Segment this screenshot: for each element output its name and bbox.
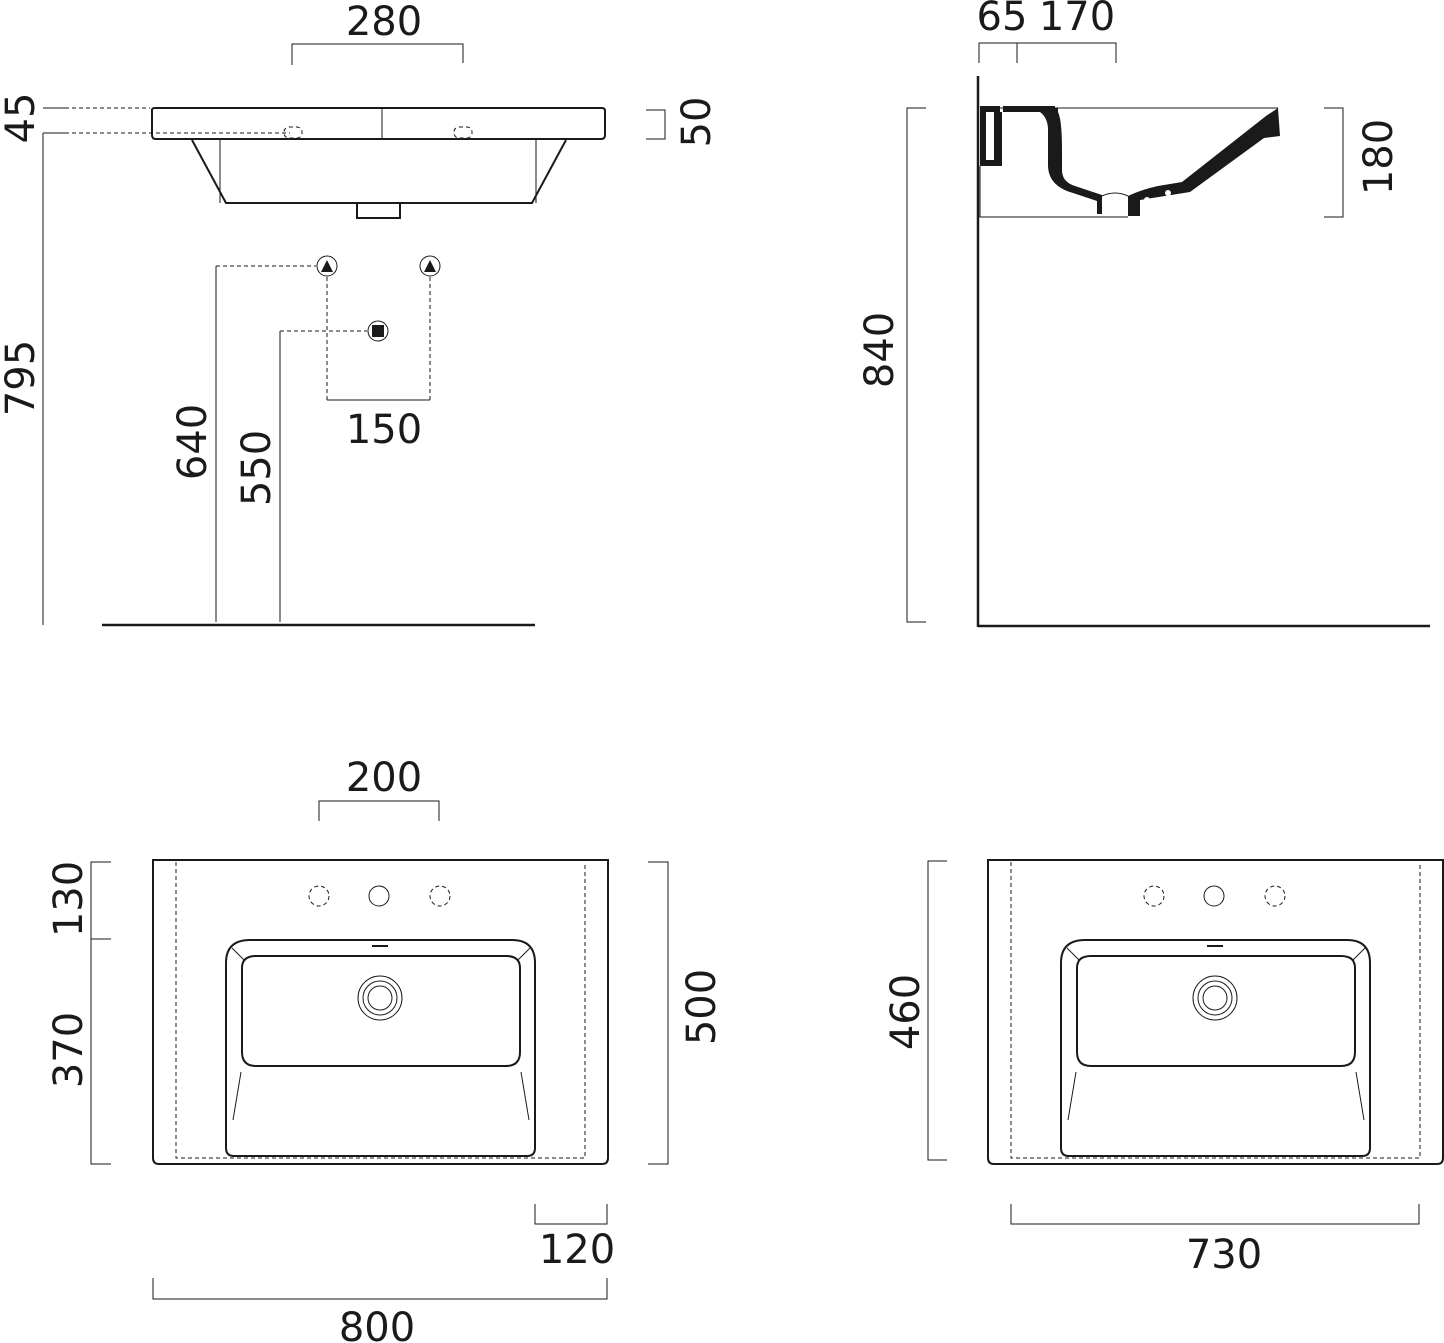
dim-550: 550 bbox=[234, 430, 280, 506]
dim-200: 200 bbox=[346, 755, 422, 801]
dim-50: 50 bbox=[674, 97, 720, 148]
dim-180: 180 bbox=[1356, 119, 1402, 195]
dim-130: 130 bbox=[46, 861, 92, 937]
dim-370: 370 bbox=[46, 1012, 92, 1088]
basin-rim bbox=[151, 107, 606, 140]
dim-170: 170 bbox=[1039, 0, 1115, 40]
drain-icon bbox=[1192, 975, 1238, 1021]
water-inlet-left-icon bbox=[316, 255, 338, 277]
water-inlet-right-icon bbox=[419, 255, 441, 277]
dim-280: 280 bbox=[346, 0, 422, 45]
dim-730: 730 bbox=[1186, 1232, 1262, 1278]
dim-795: 795 bbox=[0, 340, 44, 416]
drain-outlet-icon bbox=[367, 320, 389, 342]
top-view-730: 460 730 bbox=[883, 859, 1444, 1278]
dim-150: 150 bbox=[346, 407, 422, 453]
tap-hole-right-icon bbox=[429, 885, 451, 907]
dim-500: 500 bbox=[679, 969, 725, 1045]
dim-460: 460 bbox=[883, 974, 929, 1050]
basin-section bbox=[979, 106, 1280, 218]
top-view-800: 200 130 370 500 120 800 bbox=[46, 755, 725, 1343]
tap-hole-left-icon bbox=[308, 885, 330, 907]
tap-hole-center-icon bbox=[368, 885, 390, 907]
side-view: 65 170 840 180 bbox=[857, 0, 1430, 628]
tap-hole-center-icon bbox=[1203, 885, 1225, 907]
dim-800: 800 bbox=[339, 1305, 415, 1343]
dim-840: 840 bbox=[857, 312, 903, 388]
basin-bowl bbox=[191, 139, 567, 204]
front-view: 280 45 795 50 bbox=[0, 0, 720, 627]
dim-120: 120 bbox=[539, 1227, 615, 1273]
tap-hole-left-icon bbox=[1143, 885, 1165, 907]
dim-45: 45 bbox=[0, 93, 44, 144]
dim-640: 640 bbox=[170, 404, 216, 480]
drain-icon bbox=[357, 975, 403, 1021]
dim-65: 65 bbox=[977, 0, 1028, 40]
tap-hole-right-icon bbox=[1264, 885, 1286, 907]
